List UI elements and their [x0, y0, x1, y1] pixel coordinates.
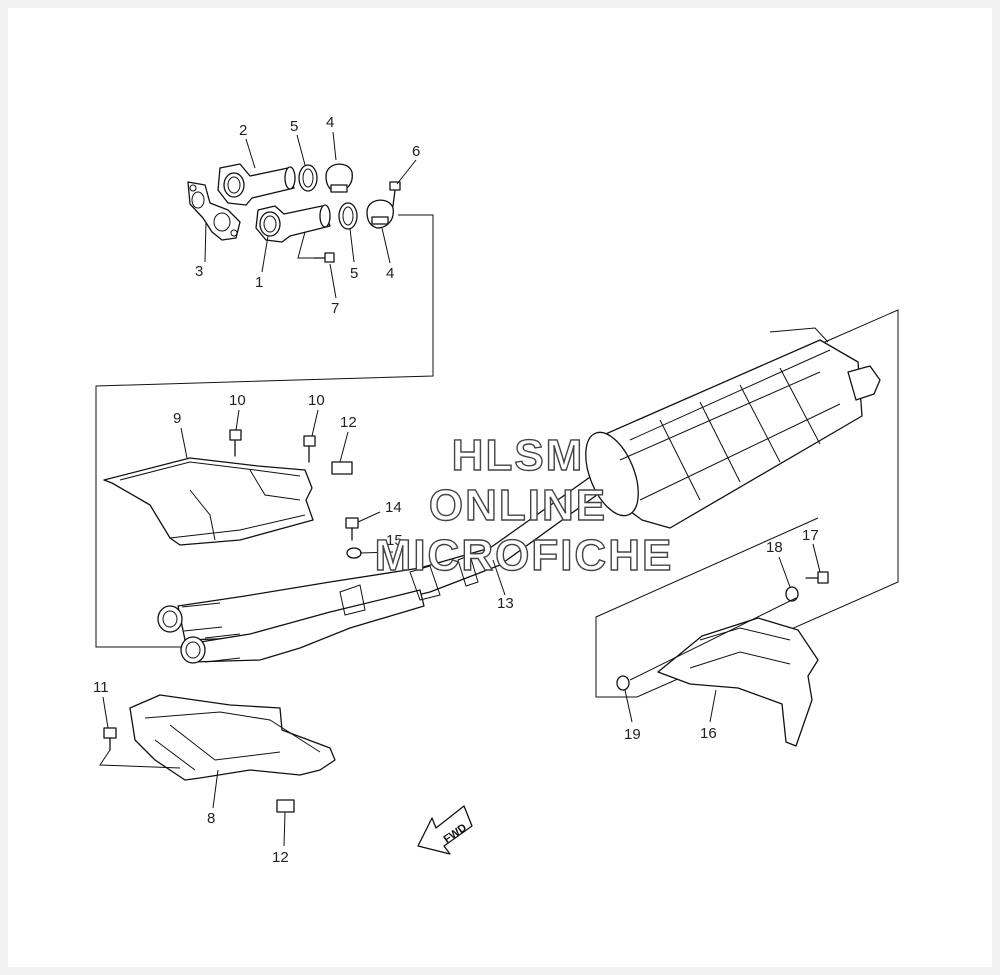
leader-lines	[99, 131, 821, 847]
callout-2: 2	[239, 122, 247, 139]
callout-16: 16	[700, 725, 717, 742]
bolt-part-11	[103, 727, 117, 751]
callout-19: 19	[624, 726, 641, 743]
callout-5-lower: 5	[350, 265, 358, 282]
forward-direction-arrow: FWD	[417, 805, 473, 855]
bolt-part-10-right	[303, 435, 316, 463]
callout-15: 15	[386, 532, 403, 549]
callout-11: 11	[93, 679, 109, 696]
bolt-part-14	[345, 517, 359, 541]
callout-17: 17	[802, 527, 819, 544]
watermark-line-2: ONLINE	[429, 481, 607, 530]
callout-numbers: 1 2 3 4 4 5 5 6 7 8 9 10 10 11 12 12 13 …	[93, 114, 819, 866]
end-cover-part-16	[657, 617, 819, 747]
bolt-part-10-left	[229, 429, 242, 457]
clip-part-12-lower	[276, 799, 295, 813]
watermark-line-3: MICROFICHE	[375, 531, 674, 580]
callout-12-upper: 12	[340, 414, 357, 431]
exhaust-pipe-part-2	[217, 163, 296, 206]
bolt-part-17	[805, 571, 829, 584]
gasket-plate-part-3	[187, 181, 241, 241]
washer-part-18	[785, 586, 799, 602]
callout-12-lower: 12	[272, 849, 289, 866]
pipe-clamp-part-4-lower	[366, 199, 394, 229]
pipe-clamp-part-4-upper	[325, 163, 353, 193]
gasket-ring-part-5-lower	[338, 202, 358, 230]
bolt-part-6	[389, 181, 401, 207]
heat-shield-part-9	[103, 457, 314, 546]
clip-part-12-upper	[331, 461, 353, 475]
callout-10-left: 10	[229, 392, 246, 409]
exhaust-pipe-part-1	[255, 204, 331, 259]
callout-6: 6	[412, 143, 420, 160]
group-boundary-right	[595, 309, 899, 698]
callout-13: 13	[497, 595, 514, 612]
callout-4-lower: 4	[386, 265, 394, 282]
washer-part-19	[616, 675, 630, 691]
bolt-part-7	[313, 252, 335, 263]
washer-part-15	[346, 547, 362, 559]
heat-shield-part-8	[129, 694, 336, 781]
exhaust-pipe-assembly-part-13	[157, 469, 613, 664]
callout-18: 18	[766, 539, 783, 556]
callout-10-right: 10	[308, 392, 325, 409]
watermark-line-1: HLSM	[452, 431, 585, 480]
callout-8: 8	[207, 810, 215, 827]
callout-4-upper: 4	[326, 114, 334, 131]
gasket-ring-part-5-upper	[298, 164, 318, 192]
group-boundary-left	[95, 214, 434, 648]
callout-14: 14	[385, 499, 402, 516]
callout-5-upper: 5	[290, 118, 298, 135]
watermark: HLSM ONLINE MICROFICHE	[374, 430, 674, 580]
callout-3: 3	[195, 263, 203, 280]
callout-9: 9	[173, 410, 181, 427]
muffler-body	[585, 327, 881, 529]
callout-1: 1	[255, 274, 263, 291]
callout-7: 7	[331, 300, 339, 317]
